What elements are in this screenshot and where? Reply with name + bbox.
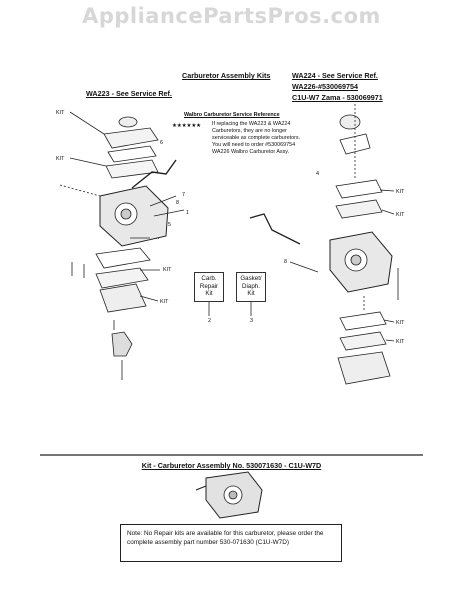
kit-callout: KIT <box>160 299 169 305</box>
part-number-callout: 5 <box>168 222 171 228</box>
kit-callout: KIT <box>396 320 405 326</box>
right-carburetor <box>249 104 399 385</box>
watermark: AppliancePartsPros.com <box>82 4 381 28</box>
primer-bulb-part <box>111 331 133 357</box>
pump-diaphragm-part <box>335 179 383 199</box>
kit-callout: KIT <box>56 156 65 162</box>
adjusting-needle-part <box>289 261 319 273</box>
throttle-lever-part <box>131 159 177 189</box>
gasket-diaph-kit-number: 3 <box>250 318 253 324</box>
adjusting-needle-part <box>149 195 177 207</box>
carb-repair-kit-box: Carb. Repair Kit <box>194 272 224 302</box>
top-plate-part <box>339 133 371 155</box>
diagram-title: Carburetor Assembly Kits <box>182 71 271 80</box>
part-number-callout: 1 <box>186 210 189 216</box>
metering-gasket-part <box>339 311 387 331</box>
service-reference-stars: ★★★★★★ <box>172 123 201 129</box>
metering-cover-part <box>99 283 147 313</box>
metering-diaphragm-part <box>339 331 387 351</box>
gasket-part <box>105 159 159 179</box>
kit-assembly-title: Kit - Carburetor Assembly No. 530071630 … <box>141 461 322 470</box>
part-number-callout: 4 <box>316 171 319 177</box>
gasket-diaph-kit-box: Gasket/ Diaph. Kit <box>236 272 266 302</box>
assembly-illustration <box>195 471 263 519</box>
service-reference-line: If replacing the WA223 & WA224 <box>212 121 291 127</box>
service-reference-line: You will need to order #530069754 <box>212 142 296 148</box>
left-carburetor <box>71 116 185 380</box>
no-repair-kits-note: Note: No Repair kits are available for t… <box>120 524 342 562</box>
throttle-lever-part <box>249 213 301 245</box>
cover-screw-part <box>118 116 138 128</box>
part-number-callout: 7 <box>182 192 185 198</box>
part-number-callout: 8 <box>176 200 179 206</box>
kit-callout: KIT <box>163 267 172 273</box>
metering-diaphragm-part <box>95 267 149 289</box>
left-carburetor-ref: WA223 - See Service Ref. <box>86 89 172 98</box>
diaphragm-part <box>107 145 157 163</box>
right-carburetor-ref-3: C1U-W7 Zama - 530069971 <box>292 93 383 102</box>
kit-callout: KIT <box>56 110 65 116</box>
service-reference-line: serviceable as complete carburetors. <box>212 135 301 141</box>
service-reference-title: Walbro Carburetor Service Reference <box>184 112 280 118</box>
part-number-callout: 8 <box>284 259 287 265</box>
kit-callout: KIT <box>396 189 405 195</box>
carb-repair-kit-number: 2 <box>208 318 211 324</box>
primer-cap-part <box>339 114 361 130</box>
top-cover-part <box>103 127 159 149</box>
service-reference-text: If replacing the WA223 & WA224 Carbureto… <box>212 121 300 156</box>
kit-callout: KIT <box>396 339 405 345</box>
metering-cover-part <box>337 351 391 385</box>
part-number-callout: 6 <box>160 140 163 146</box>
right-carburetor-ref-2: WA226-#530069754 <box>292 82 358 91</box>
pump-gasket-part <box>335 199 383 219</box>
service-reference-line: WA226 Walbro Carburetor Assy. <box>212 149 290 155</box>
kit-callout: KIT <box>396 212 405 218</box>
service-reference-line: Carburetors, they are no longer <box>212 128 287 134</box>
metering-gasket-part <box>95 247 151 269</box>
right-carburetor-ref-1: WA224 - See Service Ref. <box>292 71 378 80</box>
